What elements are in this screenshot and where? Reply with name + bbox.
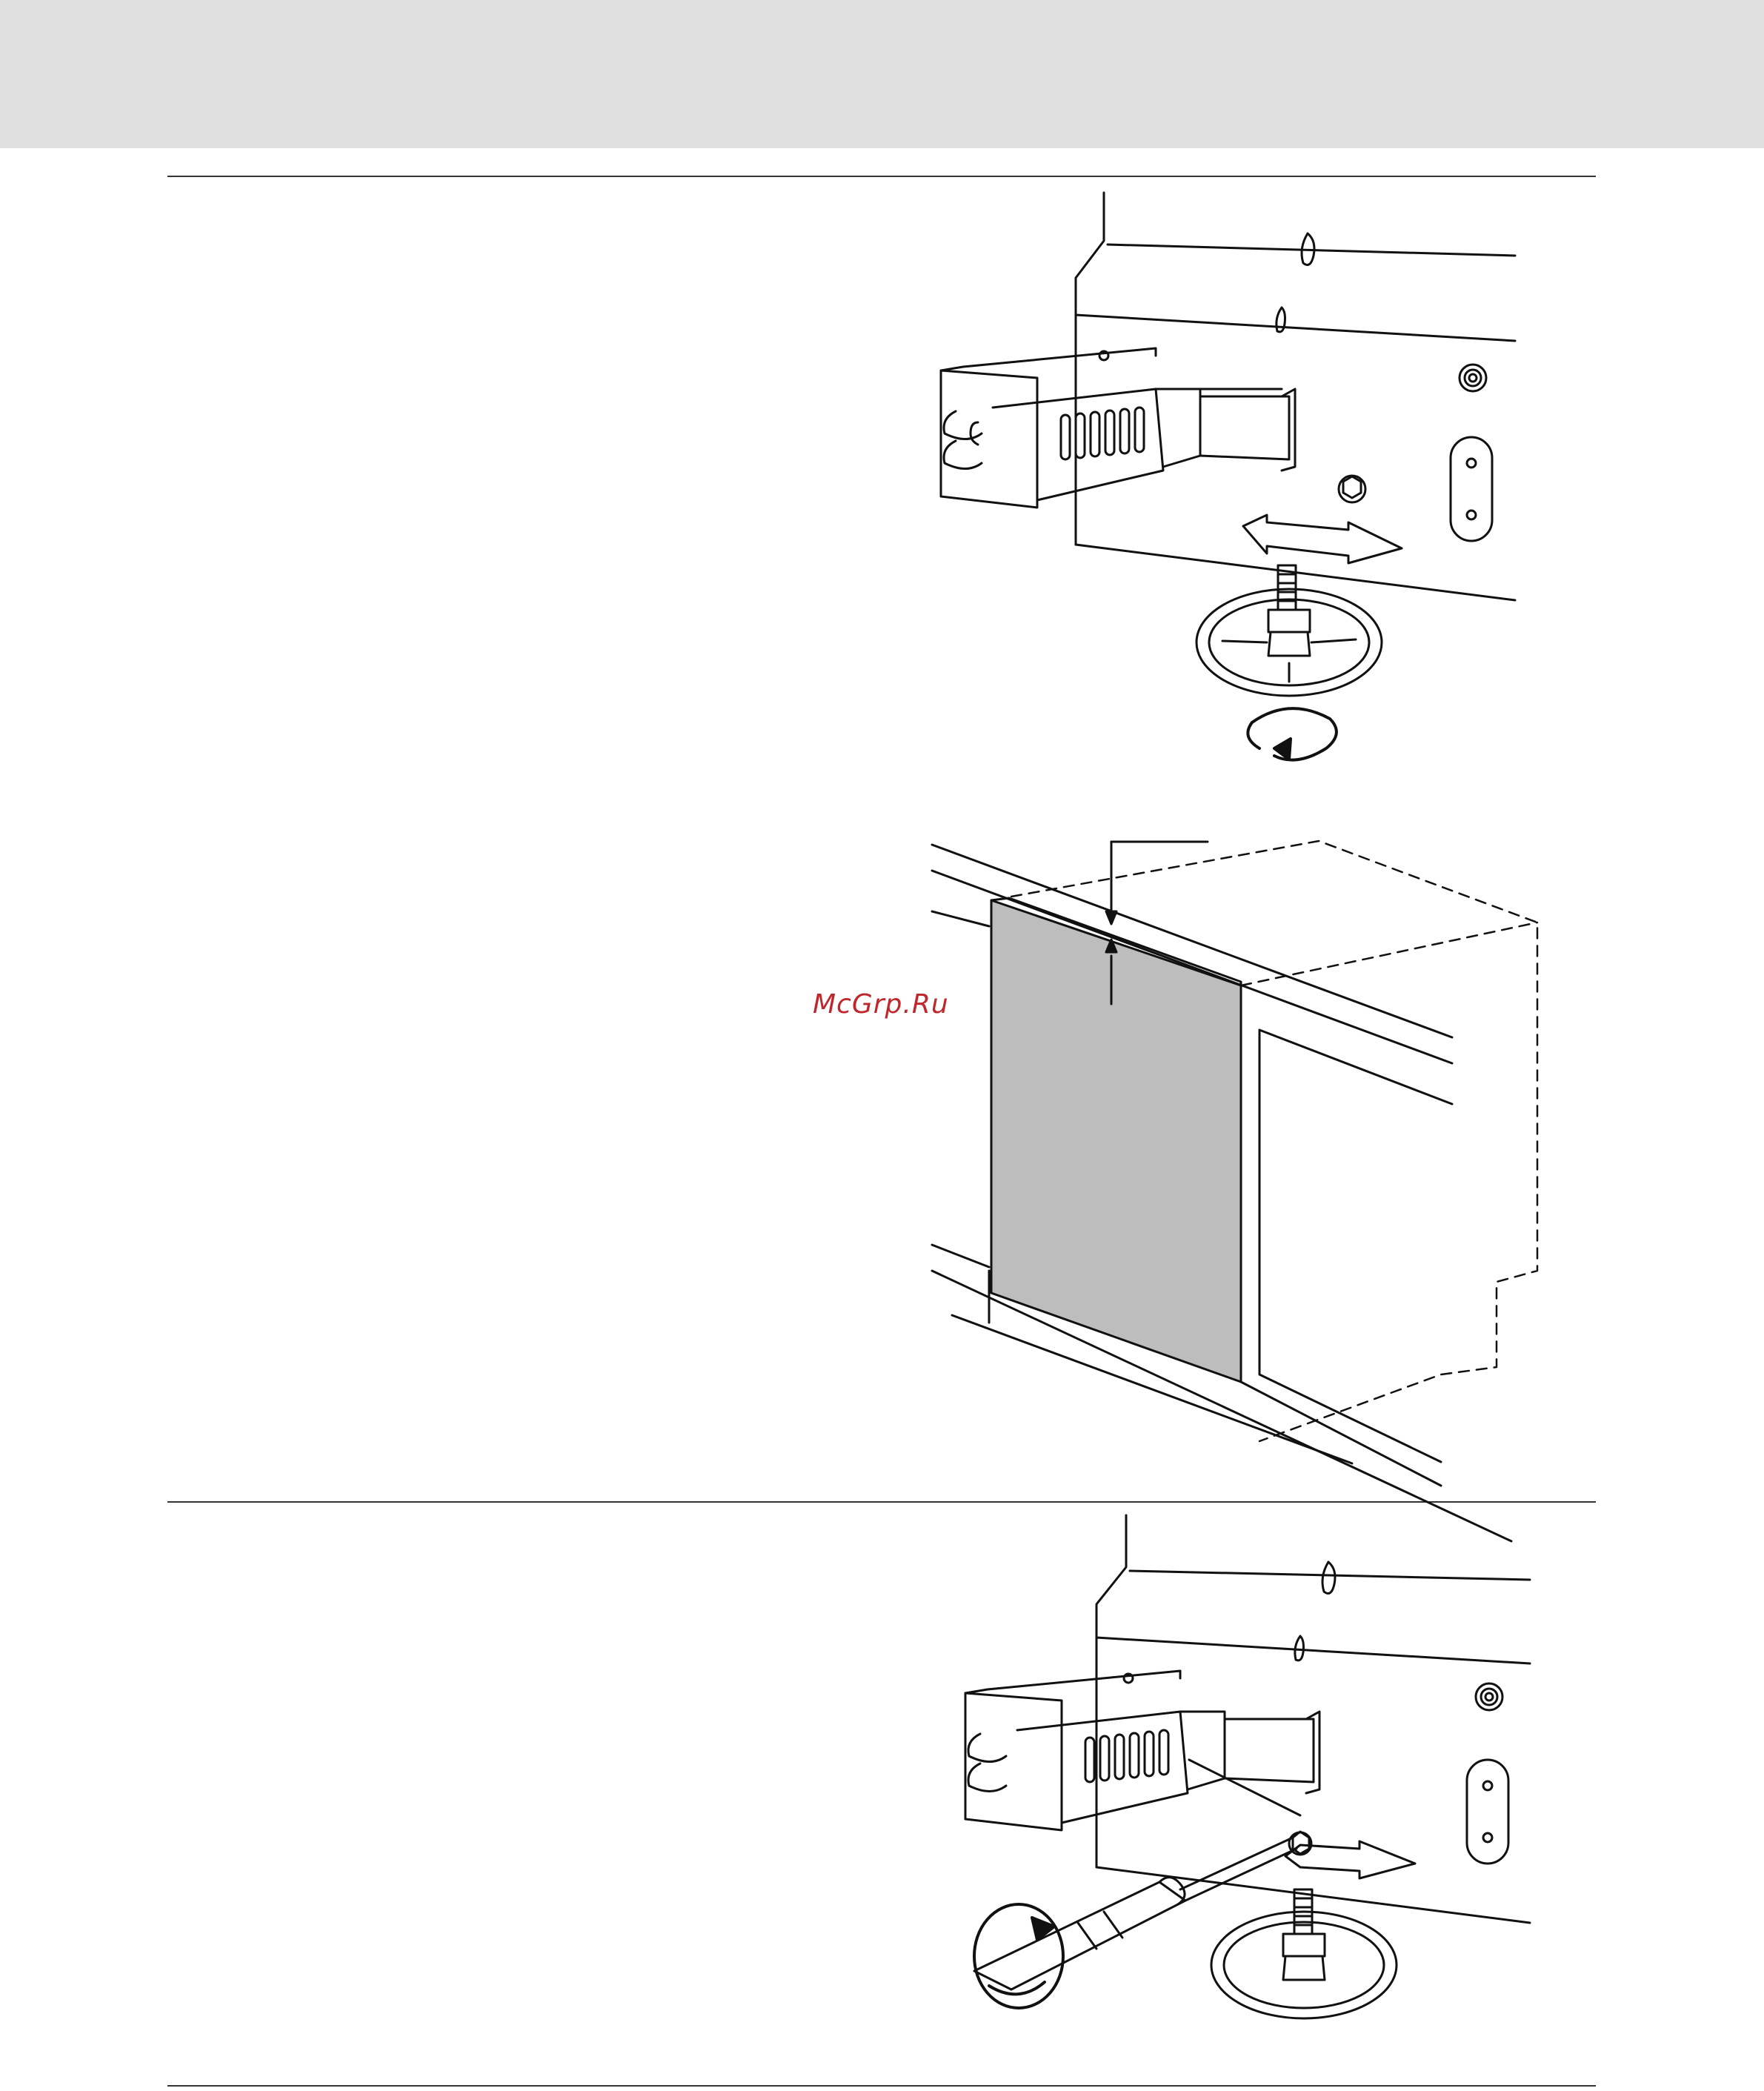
figure-leveling-foot xyxy=(933,189,1526,774)
header-band xyxy=(0,0,1764,148)
section-divider-bottom xyxy=(167,2085,1596,2087)
figure-door-panel xyxy=(930,841,1545,1471)
screwdriver-icon xyxy=(974,1760,1311,1989)
section-divider-middle xyxy=(167,1501,1596,1503)
watermark: McGrp.Ru xyxy=(813,989,949,1020)
bracket-icon xyxy=(941,348,1295,508)
bracket-icon xyxy=(965,1671,1319,1830)
double-arrow-icon xyxy=(1243,515,1402,563)
rotate-icon xyxy=(1248,708,1337,759)
section-divider-top xyxy=(167,176,1596,177)
rotate-icon xyxy=(974,1904,1063,2008)
door-panel xyxy=(991,900,1241,1382)
figure-screw-tightening xyxy=(945,1512,1537,2030)
